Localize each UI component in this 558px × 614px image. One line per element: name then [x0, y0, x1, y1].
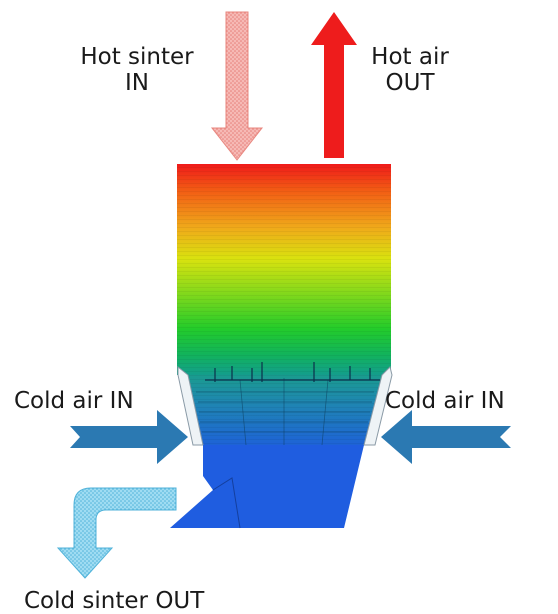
hot-sinter-in-arrow: [210, 11, 264, 161]
hot-air-out-label-line2: OUT: [385, 70, 435, 97]
cold-air-in-left-label: Cold air IN: [14, 388, 134, 414]
cold-sinter-out-arrow: [56, 487, 177, 579]
cold-air-in-right-label: Cold air IN: [385, 388, 505, 414]
cold-air-in-left-arrow: [70, 410, 188, 464]
hot-air-out-label-line1: Hot air: [371, 44, 449, 70]
hot-sinter-in-label-line1: Hot sinter: [80, 44, 194, 70]
cold-sinter-out-label: Cold sinter OUT: [24, 588, 205, 614]
hot-sinter-in-label-line2: IN: [125, 70, 149, 97]
hot-air-out-label: Hot air OUT: [362, 44, 458, 97]
hot-sinter-in-label: Hot sinter IN: [62, 44, 212, 97]
cold-air-in-right-arrow: [381, 410, 511, 464]
hot-air-out-arrow: [311, 12, 357, 158]
sinter-outlet: [170, 445, 364, 528]
